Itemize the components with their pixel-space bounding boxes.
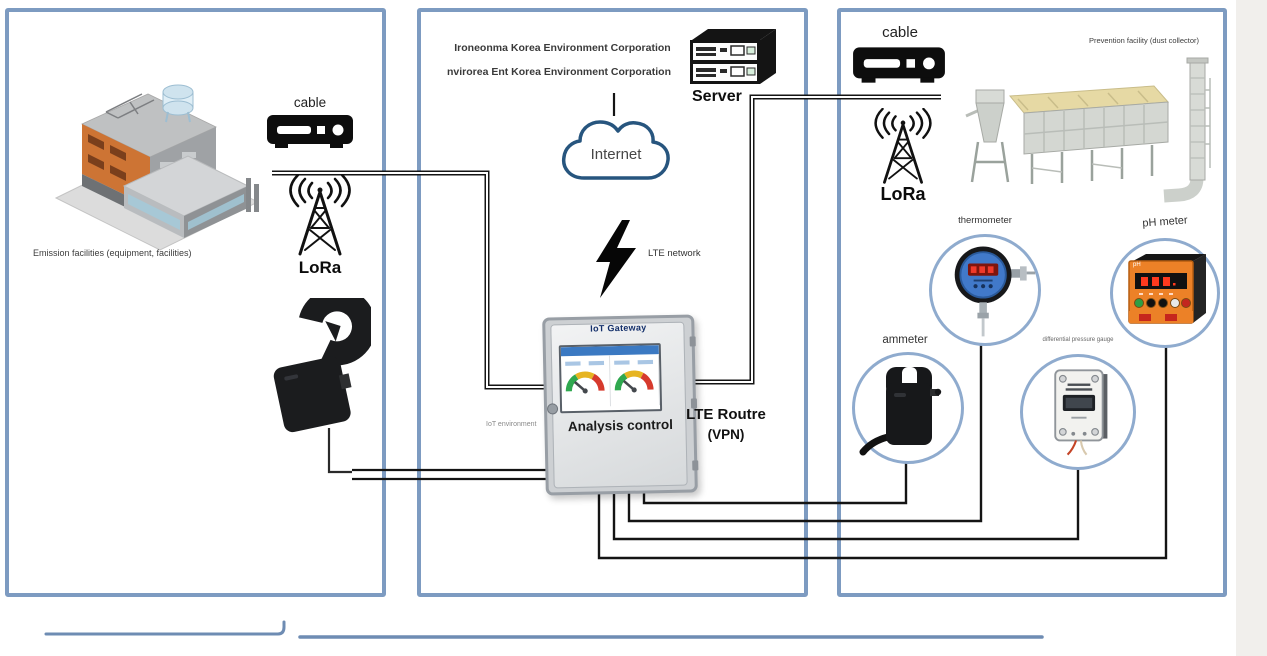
- differential-pressure-gauge-illustration: [1020, 354, 1136, 470]
- lora-label-left: LoRa: [298, 258, 342, 277]
- lte-network-label: LTE network: [648, 248, 701, 259]
- org-text-line2: nvirorea Ent Korea Environment Corporati…: [446, 66, 672, 78]
- lte-router-label: LTE Routre: [686, 406, 766, 423]
- ct-clamp-illustration: [273, 298, 371, 433]
- server-label: Server: [692, 88, 742, 105]
- ph-device-text: pH: [1133, 262, 1141, 268]
- gauge-icon: [560, 355, 612, 408]
- emission-facility-caption: Emission facilities (equipment, faciliti…: [33, 248, 192, 258]
- gateway-hinge: [692, 460, 699, 471]
- lte-router-vpn-label: (VPN): [707, 427, 745, 442]
- lightning-icon: [596, 220, 636, 298]
- gauge-icon: [609, 354, 661, 407]
- cable-modem-icon-left: [267, 115, 353, 148]
- internet-cloud: Internet: [556, 112, 676, 194]
- panel-prevention: [837, 8, 1227, 597]
- lora-icon-left: [289, 174, 351, 256]
- cable-modem-icon-right: [853, 47, 945, 83]
- cable-label-left: cable: [293, 95, 327, 110]
- iot-environment-label: IoT environment: [486, 421, 537, 428]
- thermometer-label: thermometer: [958, 215, 1012, 226]
- gateway-hinge: [689, 336, 696, 347]
- ammeter-illustration: [852, 352, 964, 464]
- brace-left: [44, 620, 286, 636]
- iot-gateway-box: IoT Gateway Analysis control: [542, 314, 699, 496]
- dust-collector-illustration: [965, 57, 1211, 203]
- thermometer-illustration: [929, 234, 1041, 346]
- factory-illustration: [54, 84, 260, 251]
- ammeter-label: ammeter: [882, 334, 928, 346]
- server-icon: [690, 29, 776, 84]
- internet-label: Internet: [590, 146, 642, 163]
- lora-label-right: LoRa: [880, 184, 926, 204]
- cable-label-right: cable: [882, 24, 918, 41]
- ph-meter-illustration: pH: [1110, 238, 1220, 348]
- lora-icon-right: [874, 108, 932, 184]
- gateway-screen: [558, 343, 663, 414]
- panel-emission: [5, 8, 386, 597]
- dpg-label: differential pressure gauge: [1042, 337, 1114, 343]
- background-strip: [1236, 0, 1267, 656]
- org-text-line1: Ironeonma Korea Environment Corporation: [454, 42, 671, 54]
- panel-gateway: [417, 8, 808, 597]
- prevention-facility-caption: Prevention facility (dust collector): [1088, 36, 1200, 45]
